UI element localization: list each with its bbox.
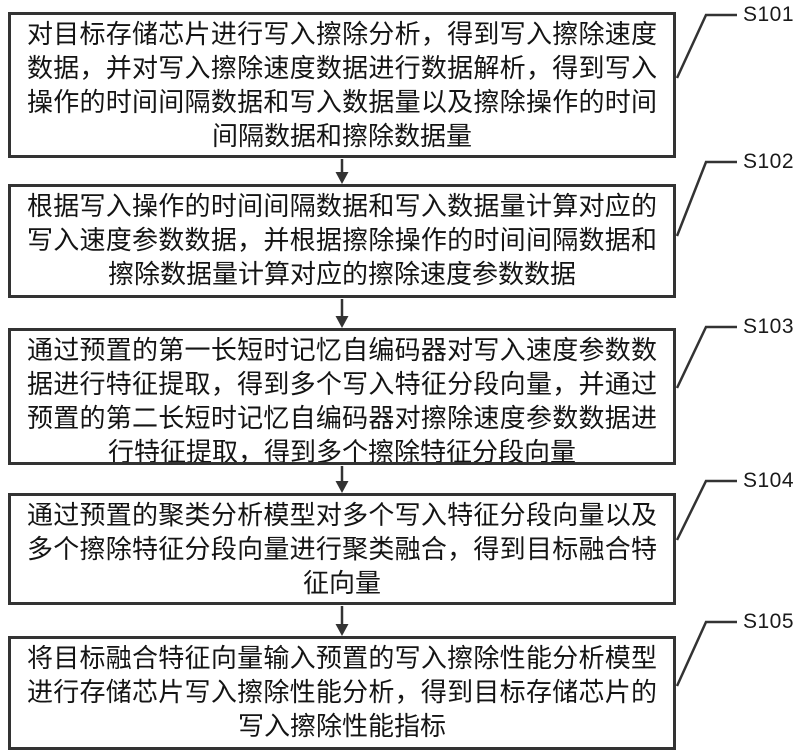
step-label-s101: S101: [743, 3, 795, 26]
step-box-s105: 将目标融合特征向量输入预置的写入擦除性能分析模型进行存储芯片写入擦除性能分析，得…: [8, 636, 676, 750]
step-box-s102: 根据写入操作的时间间隔数据和写入数据量计算对应的写入速度参数数据，并根据擦除操作…: [8, 184, 676, 298]
leader-line-s105: [675, 620, 737, 687]
leader-line-s103: [675, 325, 737, 389]
flow-arrow-4: [335, 606, 349, 636]
leader-line-s102: [675, 160, 737, 237]
flow-arrow-1: [335, 159, 349, 184]
flow-arrow-2: [335, 299, 349, 328]
step-label-s103: S103: [743, 315, 795, 338]
step-label-s104: S104: [743, 469, 795, 492]
step-box-s104: 通过预置的聚类分析模型对多个写入特征分段向量以及多个擦除特征分段向量进行聚类融合…: [8, 493, 676, 605]
flow-arrow-3: [335, 466, 349, 493]
leader-line-s104: [675, 479, 737, 541]
leader-line-s101: [675, 13, 737, 79]
step-box-s101: 对目标存储芯片进行写入擦除分析，得到写入擦除速度数据，并对写入擦除速度数据进行数…: [8, 12, 676, 158]
step-box-s103: 通过预置的第一长短时记忆自编码器对写入速度参数数据进行特征提取，得到多个写入特征…: [8, 328, 676, 465]
step-label-s105: S105: [743, 610, 795, 633]
step-label-s102: S102: [743, 150, 795, 173]
